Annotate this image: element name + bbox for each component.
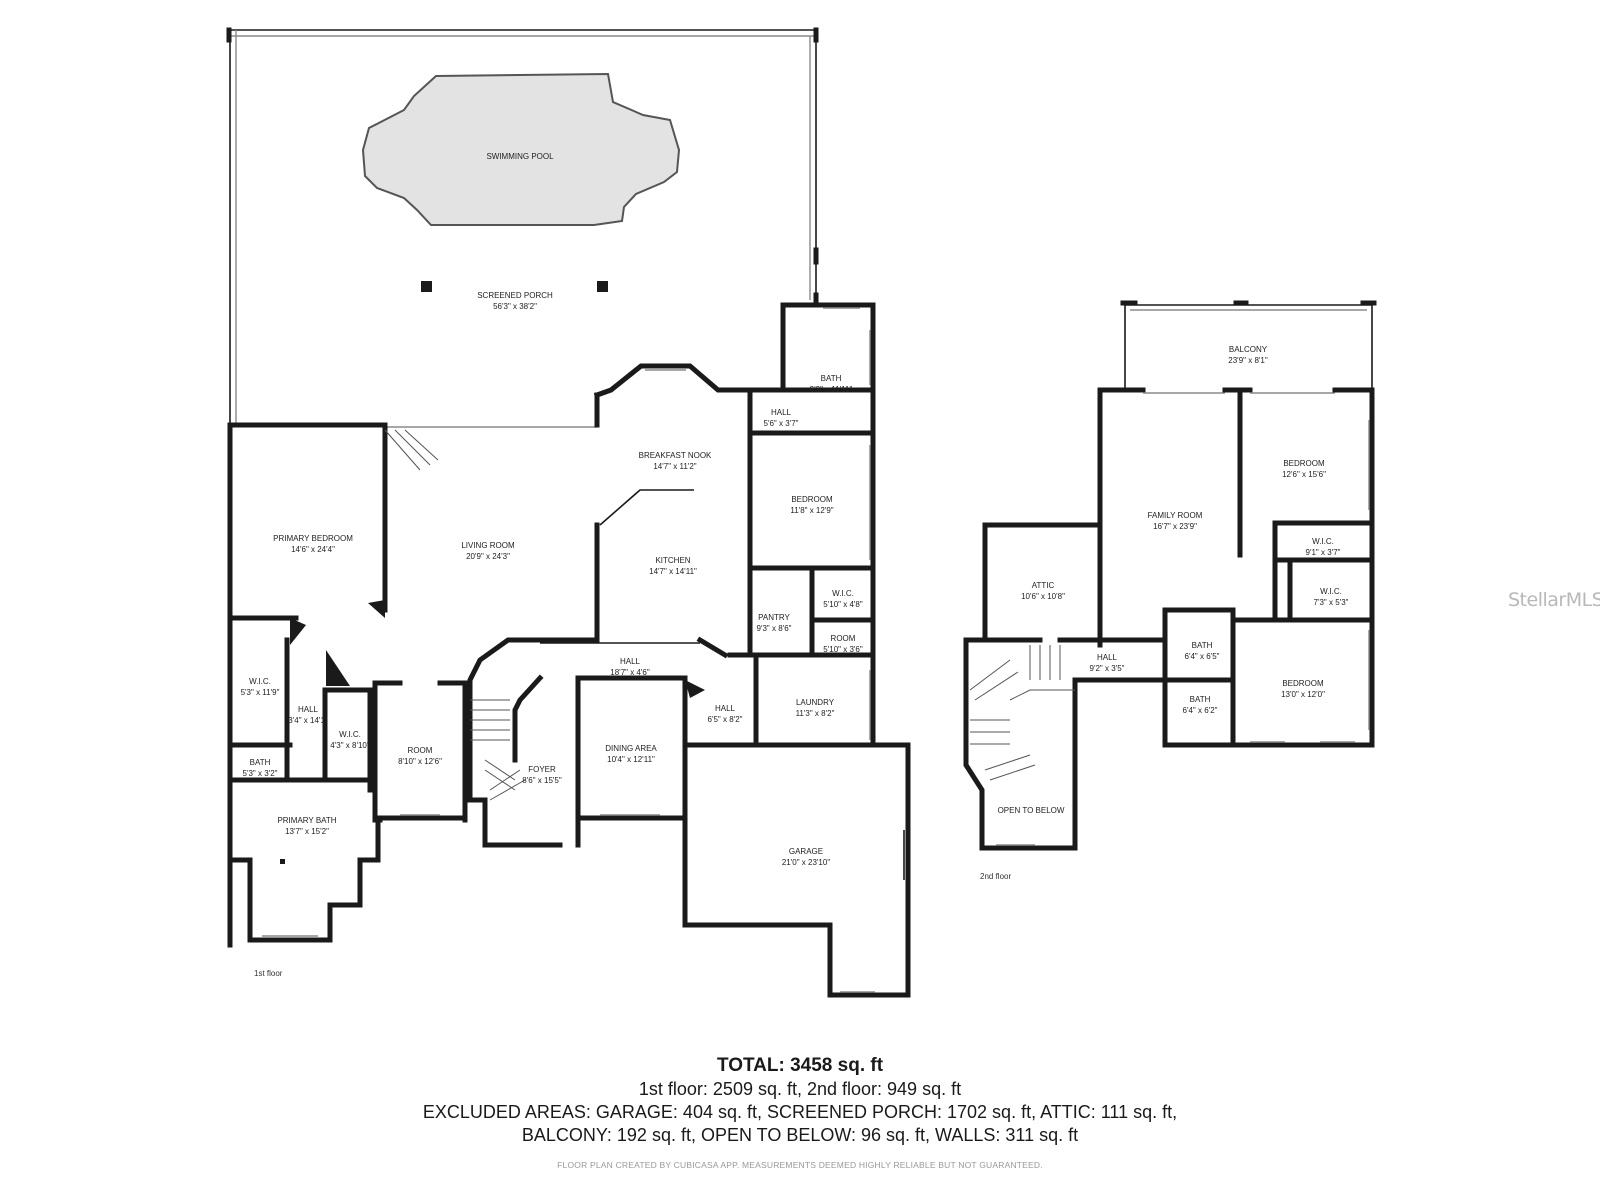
room-name: W.I.C. xyxy=(1320,587,1342,596)
room-name: HALL xyxy=(1097,653,1118,662)
room-name: OPEN TO BELOW xyxy=(998,806,1065,815)
room-dimensions: 10'6" x 10'8" xyxy=(1021,592,1065,601)
swimming-pool-shape xyxy=(361,72,681,226)
room-name: DINING AREA xyxy=(605,744,657,753)
room-name: SWIMMING POOL xyxy=(486,152,554,161)
floor-label: 2nd floor xyxy=(980,872,1011,881)
first-floor-room-labels: SWIMMING POOL SCREENED PORCH 56'3" x 38'… xyxy=(241,152,863,978)
disclaimer-footer: FLOOR PLAN CREATED BY CUBICASA APP. MEAS… xyxy=(557,1160,1043,1170)
room-name: PANTRY xyxy=(758,613,790,622)
room-dimensions: 4'3" x 8'10" xyxy=(330,741,370,750)
room-name: BEDROOM xyxy=(1283,459,1325,468)
excluded-areas-line-1: EXCLUDED AREAS: GARAGE: 404 sq. ft, SCRE… xyxy=(422,1102,1178,1122)
room-name: W.I.C. xyxy=(832,589,854,598)
floor-label: 1st floor xyxy=(254,969,283,978)
room-name: HALL xyxy=(771,408,792,417)
room-dimensions: 3'4" x 14'1" xyxy=(288,716,328,725)
room-name: HALL xyxy=(715,704,736,713)
room-dimensions: 11'3" x 8'2" xyxy=(796,709,835,718)
room-name: GARAGE xyxy=(789,847,823,856)
room-dimensions: 13'0" x 12'0" xyxy=(1281,690,1325,699)
room-name: FOYER xyxy=(528,765,556,774)
first-floor-walls xyxy=(227,302,911,998)
room-dimensions: 56'3" x 38'2" xyxy=(493,302,537,311)
watermark-logo: StellarMLS xyxy=(1508,589,1600,611)
room-dimensions: 7'3" x 5'3" xyxy=(1314,598,1349,607)
room-dimensions: 9'1" x 3'7" xyxy=(1306,548,1341,557)
room-name: ROOM xyxy=(831,634,856,643)
room-dimensions: 5'6" x 3'7" xyxy=(764,419,799,428)
porch-post xyxy=(597,281,608,292)
porch-post xyxy=(421,281,432,292)
room-dimensions: 14'7" x 14'11" xyxy=(649,567,697,576)
room-dimensions: 9'3" x 11'11" xyxy=(810,385,853,394)
room-dimensions: 5'3" x 11'9" xyxy=(241,688,280,697)
room-dimensions: 14'7" x 11'2" xyxy=(653,462,696,471)
room-dimensions: 8'10" x 12'6" xyxy=(398,757,442,766)
room-name: ROOM xyxy=(408,746,433,755)
room-dimensions: 10'4" x 12'11" xyxy=(607,755,655,764)
room-name: KITCHEN xyxy=(655,556,690,565)
room-dimensions: 6'4" x 6'5" xyxy=(1185,652,1220,661)
room-name: BALCONY xyxy=(1229,345,1268,354)
total-area: TOTAL: 3458 sq. ft xyxy=(716,1055,884,1076)
room-name: BEDROOM xyxy=(791,495,833,504)
room-dimensions: 6'5" x 8'2" xyxy=(708,715,743,724)
room-name: W.I.C. xyxy=(339,730,361,739)
room-dimensions: 13'7" x 15'2" xyxy=(285,827,329,836)
room-dimensions: 9'3" x 8'6" xyxy=(757,624,792,633)
room-name: PRIMARY BATH xyxy=(277,816,336,825)
room-name: ATTIC xyxy=(1032,581,1055,590)
room-dimensions: 18'7" x 4'6" xyxy=(610,668,650,677)
room-name: FAMILY ROOM xyxy=(1148,511,1203,520)
room-name: HALL xyxy=(620,657,641,666)
room-name: BATH xyxy=(1192,641,1213,650)
room-dimensions: 5'10" x 4'8" xyxy=(823,600,863,609)
room-dimensions: 23'9" x 8'1" xyxy=(1228,356,1268,365)
room-dimensions: 21'0" x 23'10" xyxy=(782,858,830,867)
second-floor-plan: BALCONY 23'9" x 8'1" BEDROOM 12'6" x 15'… xyxy=(963,300,1377,881)
screened-porch-outline xyxy=(226,27,819,425)
room-name: W.I.C. xyxy=(249,677,271,686)
room-name: BREAKFAST NOOK xyxy=(639,451,712,460)
room-name: BATH xyxy=(1190,695,1211,704)
area-summary: TOTAL: 3458 sq. ft 1st floor: 2509 sq. f… xyxy=(0,1054,1600,1147)
excluded-areas-line-2: BALCONY: 192 sq. ft, OPEN TO BELOW: 96 s… xyxy=(521,1125,1079,1145)
second-floor-stairs xyxy=(969,645,1075,781)
room-dimensions: 9'2" x 3'5" xyxy=(1090,664,1125,673)
room-name: LAUNDRY xyxy=(796,698,835,707)
room-dimensions: 14'6" x 24'4" xyxy=(291,545,335,554)
second-floor-room-labels: BALCONY 23'9" x 8'1" BEDROOM 12'6" x 15'… xyxy=(980,345,1349,881)
room-dimensions: 12'6" x 15'6" xyxy=(1282,470,1326,479)
room-dimensions: 6'4" x 6'2" xyxy=(1183,706,1218,715)
room-dimensions: 16'7" x 23'9" xyxy=(1153,522,1197,531)
room-name: SCREENED PORCH xyxy=(477,291,553,300)
room-dimensions: 20'9" x 24'3" xyxy=(466,552,510,561)
room-name: HALL xyxy=(298,705,319,714)
second-floor-walls xyxy=(963,300,1377,851)
room-dimensions: 5'10" x 3'6" xyxy=(823,645,863,654)
room-name: PRIMARY BEDROOM xyxy=(273,534,353,543)
room-name: LIVING ROOM xyxy=(461,541,515,550)
room-dimensions: 11'8" x 12'9" xyxy=(790,506,833,515)
first-floor-plan: SWIMMING POOL SCREENED PORCH 56'3" x 38'… xyxy=(226,27,911,998)
foyer-stairs xyxy=(384,429,526,801)
room-name: W.I.C. xyxy=(1312,537,1334,546)
room-name: BATH xyxy=(821,374,842,383)
room-dimensions: 5'3" x 3'2" xyxy=(243,769,278,778)
room-dimensions: 8'6" x 15'5" xyxy=(522,776,562,785)
floor-areas: 1st floor: 2509 sq. ft, 2nd floor: 949 s… xyxy=(638,1079,962,1099)
room-name: BATH xyxy=(250,758,271,767)
room-name: BEDROOM xyxy=(1282,679,1324,688)
